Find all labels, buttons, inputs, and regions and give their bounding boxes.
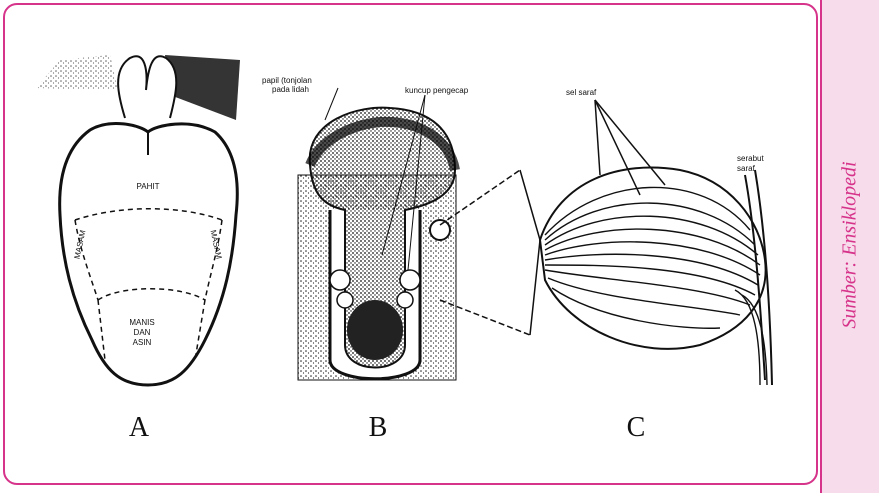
label-pahit: PAHIT (130, 182, 166, 191)
label-saraf: saraf (737, 164, 787, 173)
source-caption: Sumber: Ensiklopedi (839, 161, 862, 328)
label-papil: papil (tonjolan (262, 76, 342, 85)
panel-letter-a: A (129, 412, 149, 444)
label-asin: ASIN (122, 338, 162, 347)
panel-letter-b: B (369, 412, 388, 444)
taste-bud-diagram (540, 100, 772, 385)
papilla-diagram (298, 88, 456, 380)
label-serabut: serabut (737, 154, 787, 163)
label-dan: DAN (122, 328, 162, 337)
label-kuncup-pengecap: kuncup pengecap (405, 86, 495, 95)
label-manis: MANIS (122, 318, 162, 327)
tongue-illustration (0, 0, 815, 480)
label-pada-lidah: pada lidah (272, 85, 332, 94)
panel-letter-c: C (627, 412, 646, 444)
label-sel-saraf: sel saraf (566, 88, 626, 97)
